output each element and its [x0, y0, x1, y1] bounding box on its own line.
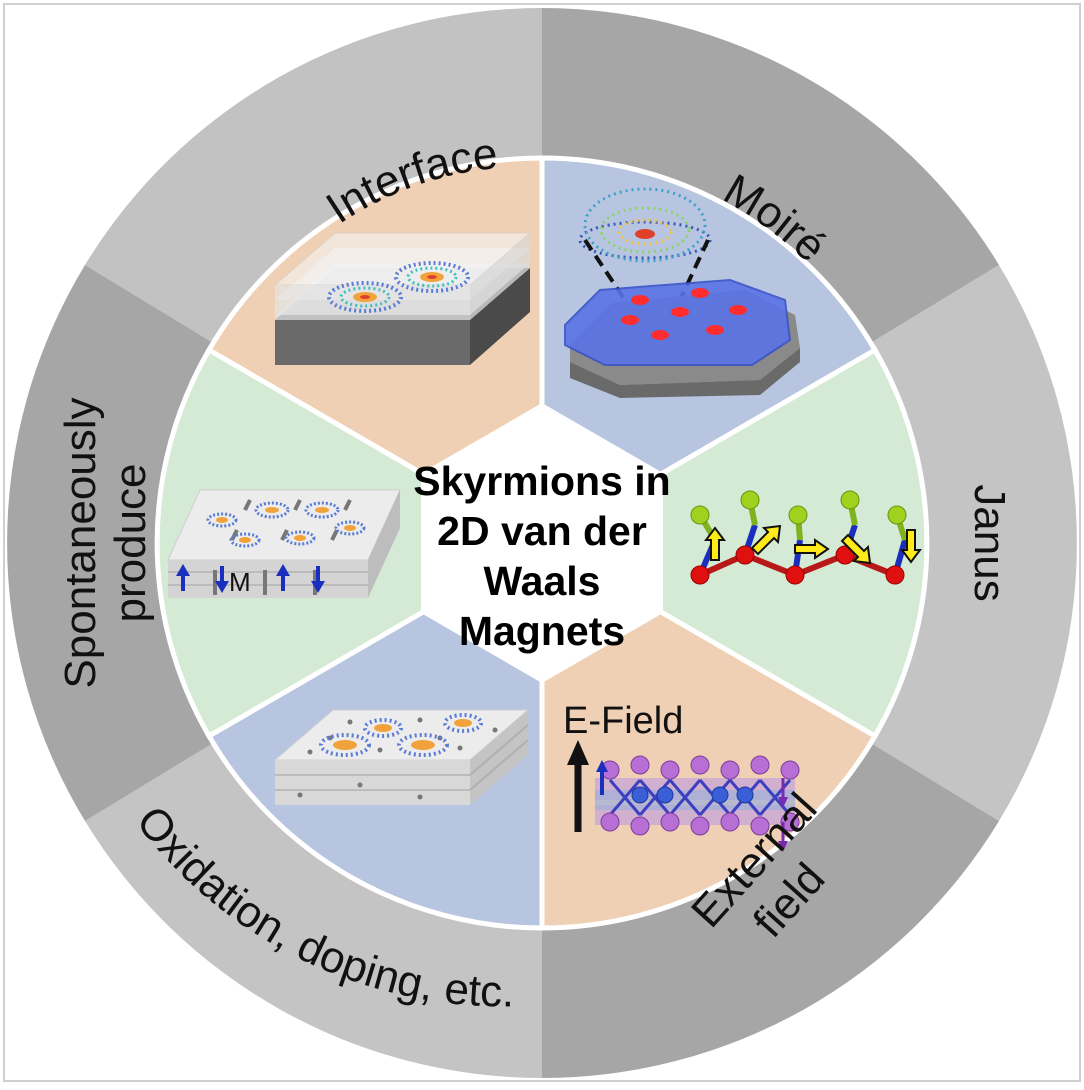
- skyrmion-icon: [397, 733, 449, 757]
- spontaneous-illustration: M: [167, 489, 401, 598]
- skyrmion-icon: [304, 501, 340, 519]
- skyrmion-icon: [363, 718, 403, 738]
- panel-external-field: [539, 538, 879, 931]
- interface-illustration: [273, 232, 532, 365]
- label-spontaneous-line-2: produce: [106, 463, 155, 622]
- skyrmion-icon: [229, 532, 261, 548]
- efield-label: E-Field: [563, 700, 683, 742]
- center-title-line-4: Magnets: [459, 608, 625, 654]
- skyrmion-icon: [394, 261, 470, 293]
- center-title: Skyrmions in 2D van der Waals Magnets: [413, 458, 670, 654]
- janus-illustration: [690, 490, 922, 585]
- skyrmion-icon: [443, 713, 483, 733]
- label-janus: Janus: [965, 484, 1014, 601]
- center-title-line-2: 2D van der: [437, 508, 647, 554]
- magnetization-label: M: [229, 567, 251, 597]
- moire-illustration: [564, 187, 800, 398]
- skyrmion-icon: [284, 530, 316, 546]
- spin-arrow-icons: [704, 524, 922, 565]
- center-title-line-3: Waals: [484, 558, 601, 604]
- panel-janus: [537, 346, 930, 740]
- skyrmion-icon: [206, 512, 238, 528]
- label-spontaneous-line-1: Spontaneously: [56, 397, 105, 688]
- center-hexagon: [421, 403, 663, 683]
- skyrmion-cone-icon: [578, 187, 712, 263]
- skyrmion-icon: [334, 520, 366, 536]
- external-field-illustration: E-Field: [563, 700, 800, 852]
- efield-arrow-icon: [567, 740, 589, 765]
- oxidation-illustration: [273, 709, 530, 805]
- skyrmion-icon: [254, 501, 290, 519]
- moire-skyrmion-dots: [621, 288, 747, 340]
- skyrmion-icon: [327, 281, 403, 313]
- skyrmion-icon: [319, 733, 371, 757]
- center-title-line-1: Skyrmions in: [413, 458, 670, 504]
